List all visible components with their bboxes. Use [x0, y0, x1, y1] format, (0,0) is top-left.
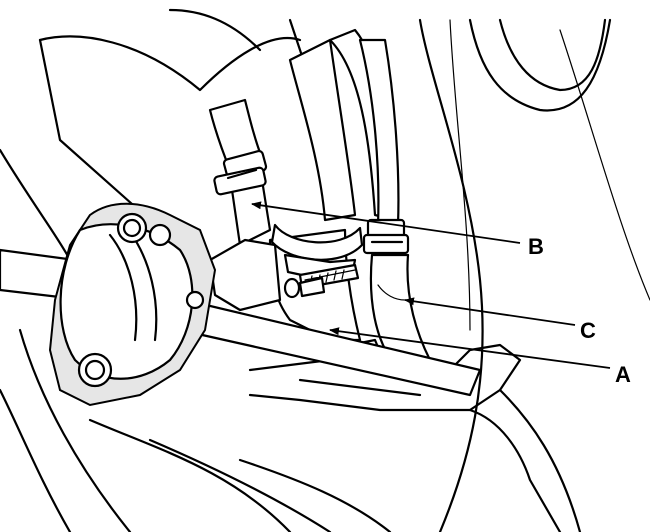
- callout-label-a: A: [615, 362, 631, 387]
- callout-label-b: B: [528, 234, 544, 259]
- clamp-b: [213, 149, 268, 196]
- hose-b: [208, 98, 282, 312]
- arrow-b: [251, 201, 521, 244]
- hose-c: [358, 38, 432, 367]
- clamp-a: [270, 223, 364, 299]
- callout-label-c: C: [580, 318, 596, 343]
- clamp-c: [362, 218, 410, 255]
- arrow-a: [329, 327, 611, 369]
- bushing-bracket: [48, 202, 217, 407]
- arrow-c: [404, 297, 576, 326]
- body-panel-background: [0, 8, 650, 532]
